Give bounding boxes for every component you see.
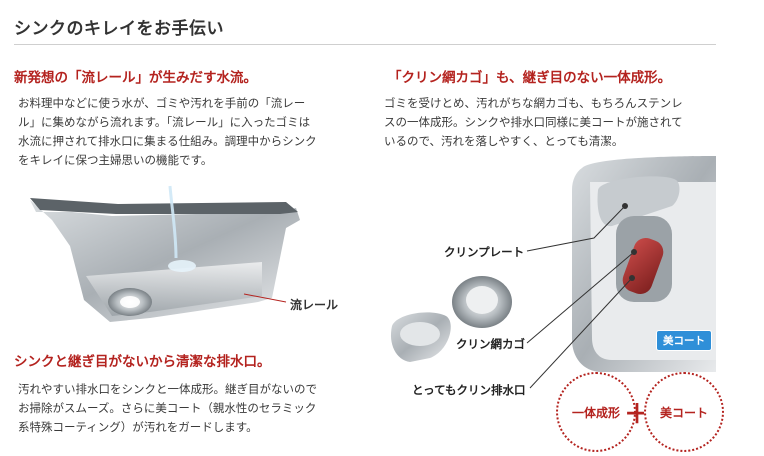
flow-rail-label: 流レール — [290, 298, 339, 312]
plate-pointer-dot — [622, 203, 628, 209]
title-divider — [14, 44, 716, 45]
text-line: ル」に集めながら流れます。「流レール」に入ったゴミは — [18, 115, 311, 129]
text-line: スの一体成形。シンクや排水口同様に美コートが施されて — [384, 115, 683, 129]
basket-tray — [390, 312, 451, 362]
bikoto-badge: 美コート — [656, 330, 712, 351]
clean-plate — [597, 176, 680, 227]
text-line: 系特殊コーティング）が汚れをガードします。 — [18, 420, 258, 434]
sink-floor — [86, 262, 262, 316]
leader-clean-drain — [529, 277, 633, 389]
heading-clean-basket: 「クリン網カゴ」も、継ぎ目のない一体成形。 — [388, 70, 672, 86]
text-line: 汚れやすい排水口をシンクと一体成形。継ぎ目がないので — [18, 382, 317, 396]
basket-holder — [616, 216, 672, 302]
drain-outlet — [108, 288, 152, 316]
water-splash — [168, 260, 196, 272]
text-line: お料理中などに使う水が、ゴミや汚れを手前の「流レー — [18, 96, 306, 110]
drain-pointer-dot — [629, 275, 635, 281]
red-drain-element — [622, 237, 664, 295]
heading-flow-rail: 新発想の「流レール」が生みだす水流。 — [14, 70, 257, 86]
sink-basin — [30, 200, 300, 322]
callout-clean-drain: とってもクリン排水口 — [412, 383, 526, 397]
callout-clean-basket: クリン網カゴ — [456, 337, 525, 351]
text-line: いるので、汚れを落しやすく、とっても清潔。 — [384, 134, 624, 148]
text-line: 水流に押されて排水口に集まる仕組み。調理中からシンク — [18, 134, 317, 148]
leader-clean-basket — [526, 251, 635, 344]
seamless-forming-badge: 一体成形 — [556, 372, 636, 452]
basket-closeup — [452, 276, 512, 328]
leader-clean-plate — [526, 205, 626, 252]
flow-rail-pointer — [243, 293, 287, 303]
sink-rim — [30, 198, 298, 214]
water-stream — [168, 185, 178, 259]
bikoto-coating-badge: 美コート — [644, 372, 724, 452]
flow-rail-description: お料理中などに使う水が、ゴミや汚れを手前の「流レー ル」に集めながら流れます。「… — [18, 94, 358, 170]
page-title: シンクのキレイをお手伝い — [14, 19, 224, 39]
text-line: ゴミを受けとめ、汚れがちな網カゴも、もちろんステンレ — [384, 96, 683, 110]
basket-pointer-dot — [631, 249, 637, 255]
text-line: お掃除がスムーズ。さらに美コート（親水性のセラミック — [18, 401, 317, 415]
text-line: をキレイに保つ主婦思いの機能です。 — [18, 153, 213, 167]
seamless-drain-description: 汚れやすい排水口をシンクと一体成形。継ぎ目がないので お掃除がスムーズ。さらに美… — [18, 380, 358, 437]
callout-clean-plate: クリンプレート — [444, 245, 525, 259]
heading-seamless-drain: シンクと継ぎ目がないから清潔な排水口。 — [14, 354, 271, 370]
clean-basket-description: ゴミを受けとめ、汚れがちな網カゴも、もちろんステンレ スの一体成形。シンクや排水… — [384, 94, 724, 151]
